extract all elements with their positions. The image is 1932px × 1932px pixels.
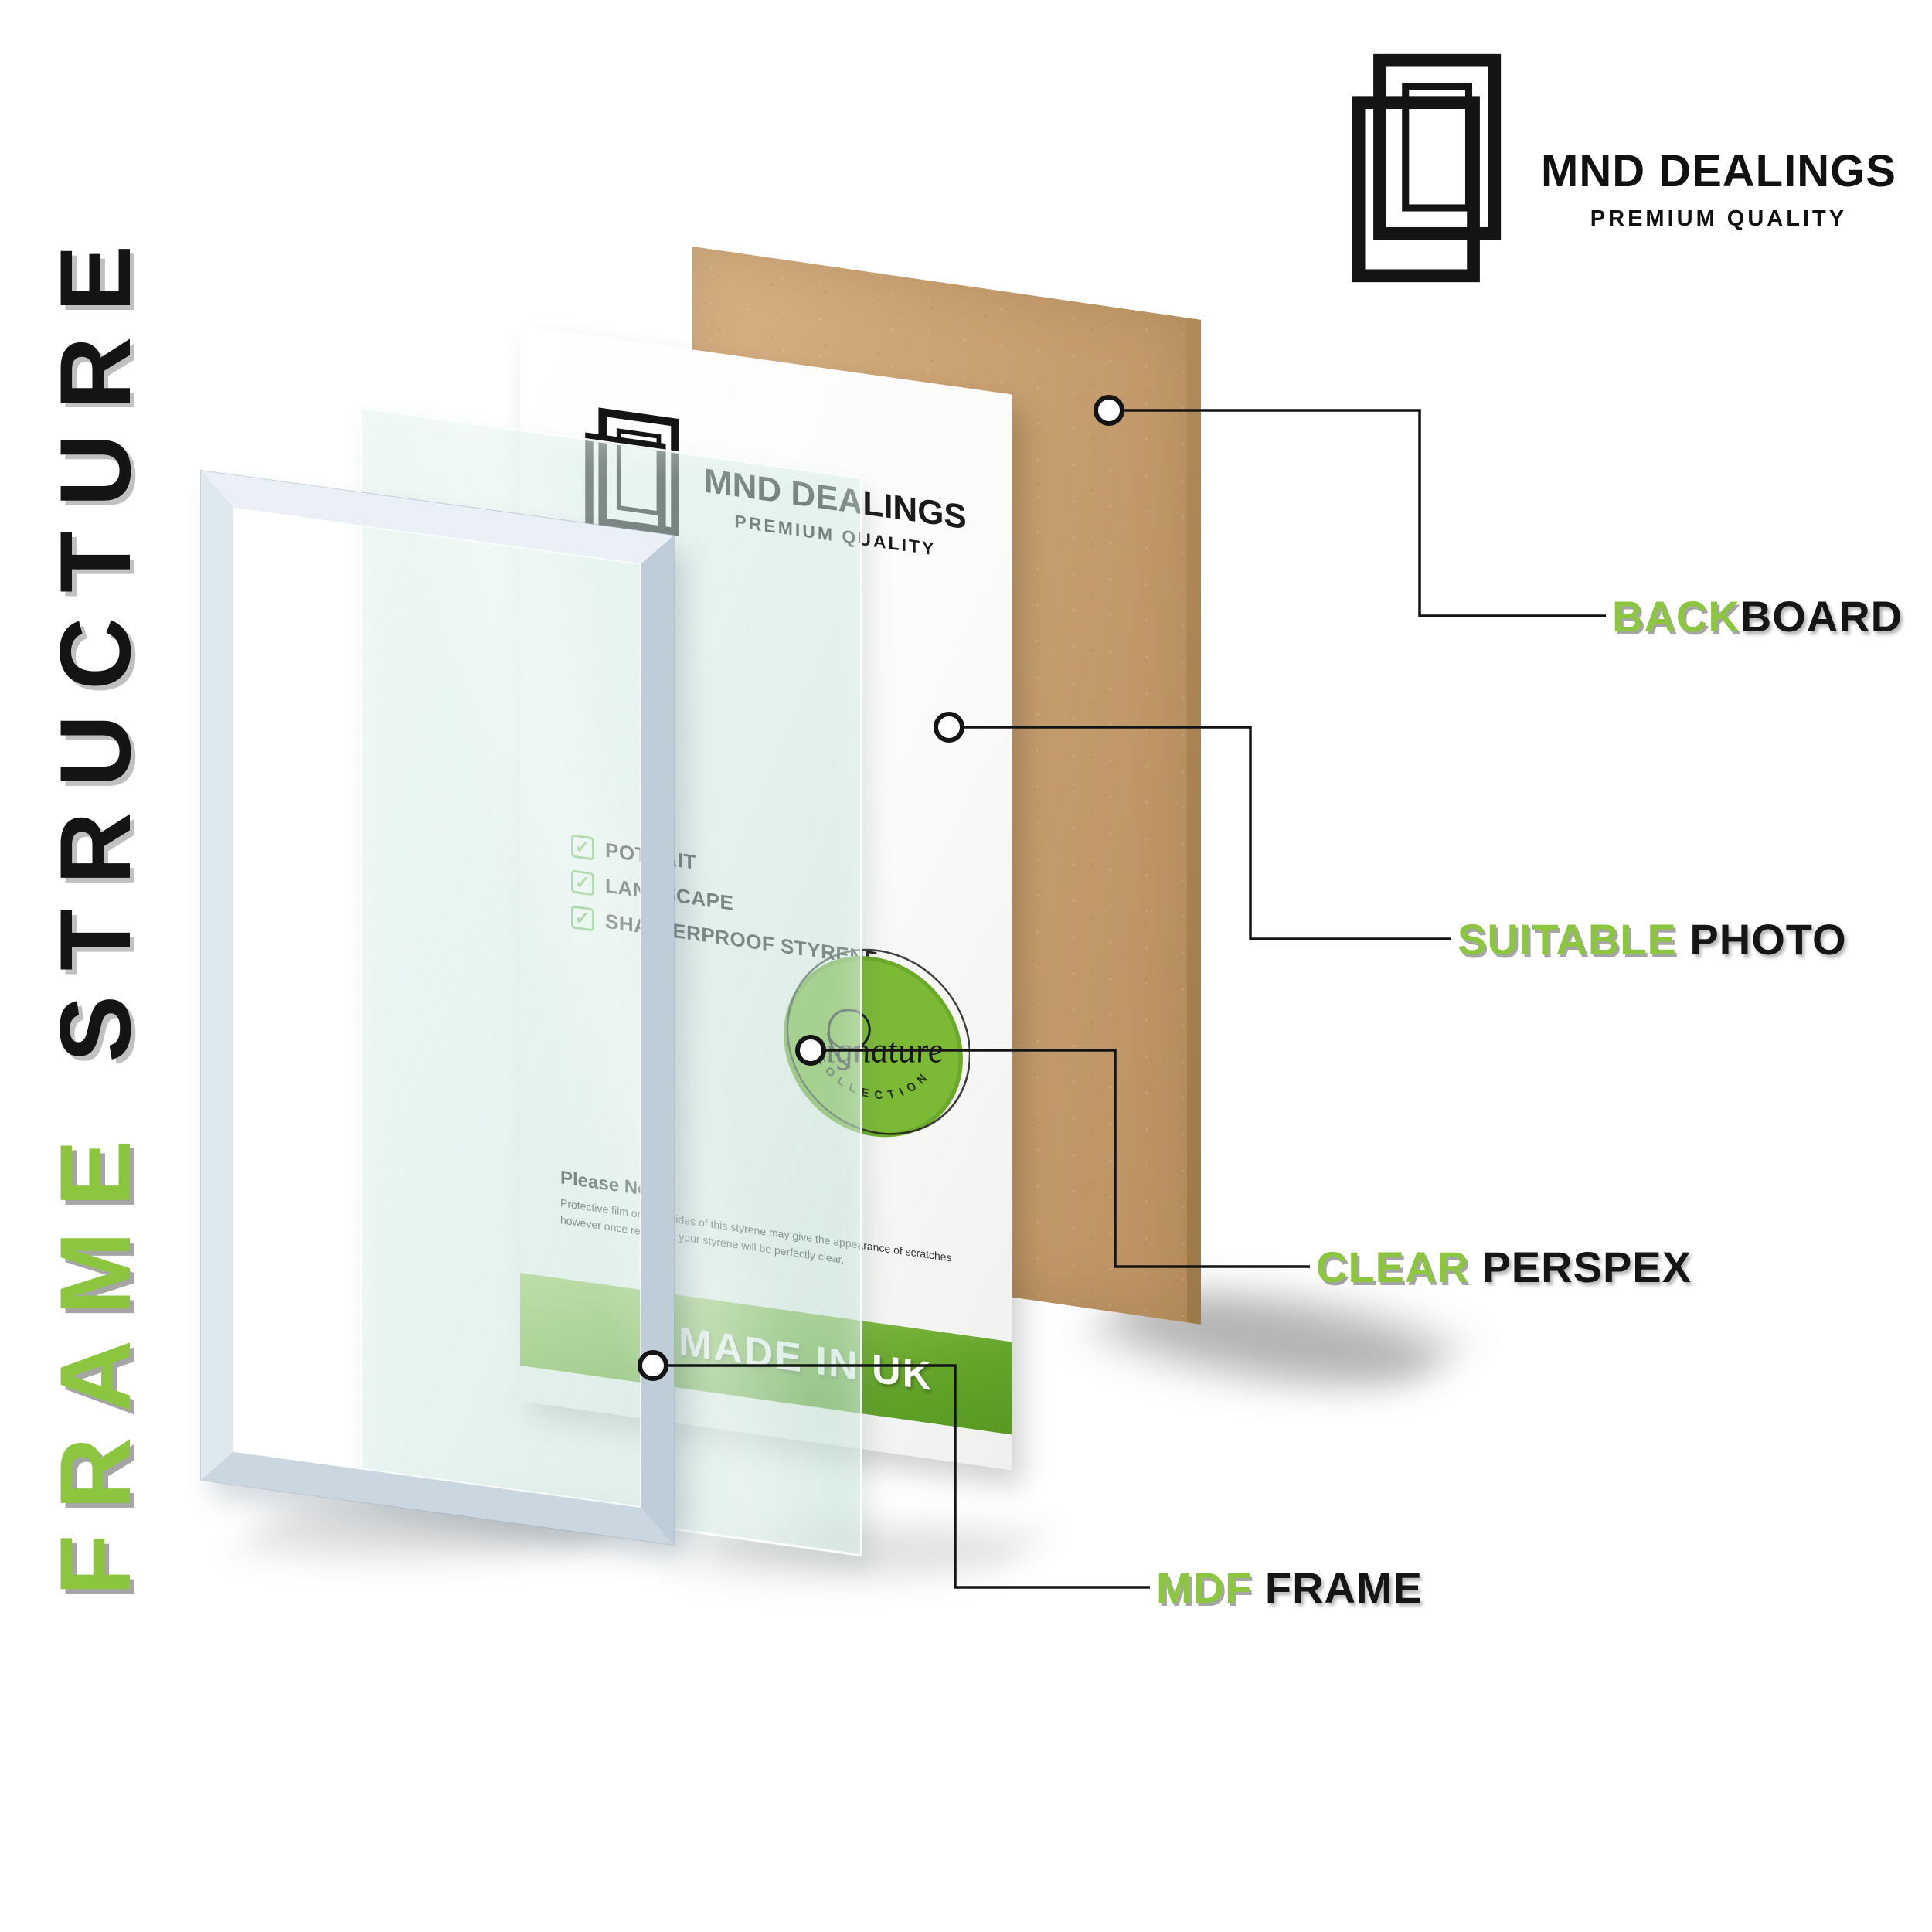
callout-photo-green: SUITABLE — [1458, 915, 1677, 964]
callout-clear-perspex: CLEAR PERSPEX — [1316, 1246, 1692, 1289]
callout-suitable-photo: SUITABLE PHOTO — [1458, 918, 1847, 961]
brand-text: MND DEALINGS PREMIUM QUALITY — [1541, 145, 1896, 290]
page-title-structure: STRUCTURE — [39, 220, 151, 1115]
callout-photo-black: PHOTO — [1676, 915, 1847, 964]
callout-perspex-green: CLEAR — [1316, 1243, 1469, 1291]
callout-frame-green: MDF — [1156, 1563, 1253, 1612]
callout-backboard: BACKBOARD — [1612, 595, 1903, 638]
callout-frame-black: FRAME — [1252, 1563, 1423, 1612]
callout-backboard-black: BOARD — [1740, 592, 1903, 641]
page-title: FRAME STRUCTURE — [39, 220, 151, 1596]
brand-name: MND DEALINGS — [1541, 146, 1896, 196]
brand-tagline: PREMIUM QUALITY — [1590, 206, 1848, 231]
page-title-frame: FRAME — [39, 1114, 151, 1596]
callout-mdf-frame: MDF FRAME — [1156, 1566, 1423, 1610]
mnd-logo-icon — [1345, 46, 1509, 290]
callout-perspex-black: PERSPEX — [1468, 1243, 1692, 1291]
brand-block: MND DEALINGS PREMIUM QUALITY — [1345, 46, 1896, 290]
frame-layer — [200, 469, 675, 1546]
callout-backboard-green: BACK — [1612, 592, 1740, 641]
